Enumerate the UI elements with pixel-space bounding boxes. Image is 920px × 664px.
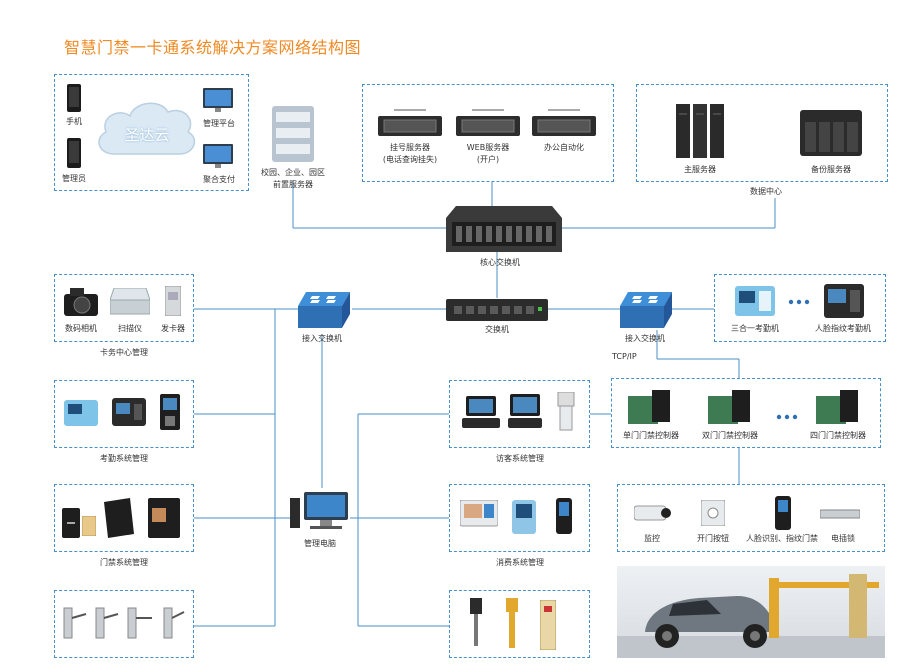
parking-device-2-icon xyxy=(506,598,518,648)
more-dots-icon xyxy=(788,299,810,305)
electric-lock-label: 电插锁 xyxy=(831,534,855,543)
scanner-icon xyxy=(110,288,150,315)
visitor-system-caption: 访客系统管理 xyxy=(496,454,544,463)
exit-button-icon xyxy=(701,500,725,526)
double-door-label: 双门门禁控制器 xyxy=(702,431,758,440)
register-server-icon xyxy=(378,109,442,136)
front-server-icon xyxy=(272,106,314,162)
consume-system-caption: 消费系统管理 xyxy=(496,558,544,567)
cloud-name: 圣达云 xyxy=(124,126,170,144)
face-fingerprint-attendance-icon xyxy=(824,284,864,318)
web-server-icon xyxy=(456,109,520,136)
web-server-line2: (开户) xyxy=(476,155,500,164)
web-server-line1: WEB服务器 xyxy=(466,143,510,152)
four-door-label: 四门门禁控制器 xyxy=(810,431,866,440)
consume-handheld-icon xyxy=(556,498,572,534)
platform-monitor-icon xyxy=(203,88,233,112)
main-server-icon xyxy=(676,104,724,158)
register-server-line2: (电话查询挂失) xyxy=(382,155,438,164)
camera-icon xyxy=(64,288,98,316)
visitor-terminal-1-icon xyxy=(462,396,500,428)
attendance-device-2-icon xyxy=(112,398,146,426)
card-issuer-label: 发卡器 xyxy=(161,324,185,333)
main-server-label: 主服务器 xyxy=(684,165,716,174)
visitor-terminal-2-icon xyxy=(508,394,542,428)
face-door-label: 人脸识别、指纹门禁 xyxy=(746,534,818,543)
monitor-camera-icon xyxy=(634,505,671,521)
consume-terminal-1-icon xyxy=(460,500,498,527)
attendance-device-3-icon xyxy=(160,394,180,430)
exit-button-label: 开门按钮 xyxy=(697,534,729,543)
backup-server-label: 备份服务器 xyxy=(811,165,851,174)
attendance-device-1-icon xyxy=(64,400,98,426)
double-door-controller-icon xyxy=(708,390,750,424)
access-switch-right-icon xyxy=(620,292,672,328)
management-pc-icon xyxy=(290,492,348,529)
cloud-icon xyxy=(98,102,196,155)
attendance-system-caption: 考勤系统管理 xyxy=(100,454,148,463)
single-door-controller-icon xyxy=(628,390,670,424)
turnstile-icon xyxy=(63,607,185,639)
phone-icon xyxy=(67,84,81,112)
switch-label: 交换机 xyxy=(485,325,509,334)
consume-terminal-2-icon xyxy=(512,500,536,534)
tcpip-label: TCP/IP xyxy=(612,352,637,361)
three-in-one-attendance-icon xyxy=(735,286,775,316)
front-server-line1: 校园、企业、园区 xyxy=(261,168,325,177)
door-card-icon xyxy=(82,516,96,536)
card-center-caption: 卡务中心管理 xyxy=(100,348,148,357)
parking-device-1-icon xyxy=(470,598,482,646)
access-switch-right-label: 接入交换机 xyxy=(625,334,665,343)
access-switch-left-label: 接入交换机 xyxy=(302,334,342,343)
face-door-terminal-icon xyxy=(775,496,791,530)
door-system-caption: 门禁系统管理 xyxy=(100,558,148,567)
card-issuer-icon xyxy=(165,286,181,316)
camera-label: 数码相机 xyxy=(65,324,97,333)
four-door-controller-icon xyxy=(816,390,858,424)
parking-barrier-icon xyxy=(540,600,556,650)
phone-label: 手机 xyxy=(66,117,82,126)
parking-scene-illustration xyxy=(617,574,885,658)
three-in-one-label: 三合一考勤机 xyxy=(731,324,779,333)
platform-label: 管理平台 xyxy=(203,119,235,128)
face-fingerprint-label: 人脸指纹考勤机 xyxy=(815,324,871,333)
core-switch-icon xyxy=(446,206,562,252)
admin-phone-icon xyxy=(67,138,81,168)
monitor-label: 监控 xyxy=(644,534,660,543)
admin-label: 管理员 xyxy=(62,174,86,183)
management-pc-label: 管理电脑 xyxy=(304,539,336,548)
door-reader-icon xyxy=(62,508,80,538)
office-server-line1: 办公自动化 xyxy=(544,143,584,152)
switch-icon xyxy=(446,299,548,321)
payment-label: 聚合支付 xyxy=(203,175,235,184)
backup-server-icon xyxy=(800,110,862,156)
front-server-line2: 前置服务器 xyxy=(273,180,313,189)
core-switch-label: 核心交换机 xyxy=(480,258,520,267)
door-face-terminal-icon xyxy=(148,498,180,538)
data-center-caption: 数据中心 xyxy=(750,187,782,196)
controllers-more-dots-icon xyxy=(776,414,798,420)
electric-lock-icon xyxy=(820,509,860,519)
single-door-label: 单门门禁控制器 xyxy=(623,431,679,440)
door-controller-icon xyxy=(104,498,134,538)
register-server-line1: 挂号服务器 xyxy=(390,143,430,152)
diagram-title: 智慧门禁一卡通系统解决方案网络结构图 xyxy=(64,38,362,57)
access-switch-left-icon xyxy=(298,292,350,328)
scanner-label: 扫描仪 xyxy=(118,324,142,333)
visitor-kiosk-icon xyxy=(557,392,575,431)
office-server-icon xyxy=(532,109,596,136)
payment-monitor-icon xyxy=(203,144,233,168)
